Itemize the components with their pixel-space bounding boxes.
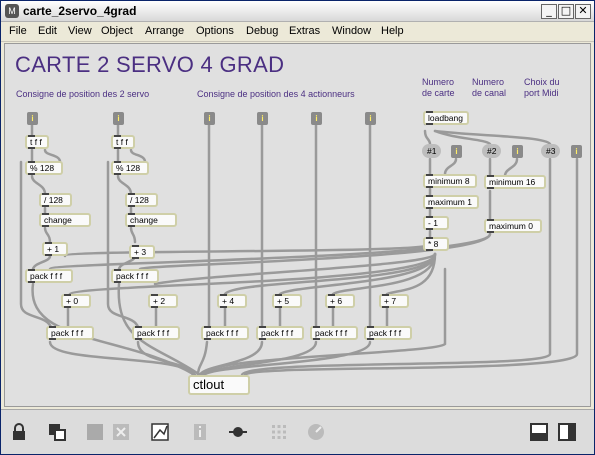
object-plus0[interactable]: + 0 [61,294,91,308]
object-pack-7[interactable]: pack f f f [310,326,358,340]
inlet-actuator-2[interactable]: i [257,112,268,125]
object-plus3[interactable]: + 3 [129,245,155,259]
object-pack-8[interactable]: pack f f f [364,326,412,340]
object-mod128-1[interactable]: % 128 [25,161,63,175]
inlet-actuator-1[interactable]: i [204,112,215,125]
bottom-toolbar [1,409,594,454]
menu-object[interactable]: Object [101,25,133,37]
inlet-midi-port[interactable]: i [571,145,582,158]
menu-bar: File Edit View Object Arrange Options De… [1,22,594,42]
object-plus4[interactable]: + 4 [217,294,247,308]
connect-icon[interactable] [228,422,248,442]
object-pack-6[interactable]: pack f f f [256,326,304,340]
message-channel-2[interactable]: #2 [482,144,502,158]
message-board-1[interactable]: #1 [422,144,442,158]
split-v-icon[interactable] [557,422,577,442]
object-change-2[interactable]: change [125,213,177,227]
label-consigne-4-actionneurs: Consigne de position des 4 actionneurs [197,89,355,99]
menu-arrange[interactable]: Arrange [145,25,185,37]
split-h-icon[interactable] [529,422,549,442]
window-title: carte_2servo_4grad [23,4,137,18]
inlet-board-number[interactable]: i [451,145,462,158]
patch-title: CARTE 2 SERVO 4 GRAD [15,52,285,77]
object-loadbang[interactable]: loadbang [423,111,469,125]
label-choix-midi: Choix du port Midi [524,77,560,98]
menu-view[interactable]: View [68,25,92,37]
menu-help[interactable]: Help [381,25,404,37]
object-pack-3[interactable]: pack f f f [46,326,94,340]
minimize-button[interactable]: _ [541,4,557,19]
object-plus1[interactable]: + 1 [42,242,68,256]
inlet-channel-number[interactable]: i [512,145,523,158]
object-plus5[interactable]: + 5 [272,294,302,308]
menu-debug[interactable]: Debug [246,25,279,37]
patch-cords [19,112,579,377]
object-maximum-1[interactable]: maximum 1 [423,195,479,209]
title-bar[interactable]: M carte_2servo_4grad _ □ ✕ [1,1,594,22]
presentation-icon[interactable] [150,422,170,442]
object-pack-1[interactable]: pack f f f [25,269,73,283]
inlet-servo-1[interactable]: i [27,112,38,125]
inlet-actuator-3[interactable]: i [311,112,322,125]
object-minus-1[interactable]: - 1 [423,216,449,230]
object-tff-2[interactable]: t f f [111,135,135,149]
object-tff-1[interactable]: t f f [25,135,49,149]
object-pack-5[interactable]: pack f f f [201,326,249,340]
lock-icon[interactable] [9,422,29,442]
object-div128-2[interactable]: / 128 [125,193,158,207]
object-plus2[interactable]: + 2 [148,294,178,308]
object-plus6[interactable]: + 6 [325,294,355,308]
info-icon[interactable] [190,422,210,442]
patcher-icon[interactable] [47,422,67,442]
object-ctlout[interactable]: ctlout [188,375,250,395]
label-numero-canal: Numero de canal [472,77,507,98]
object-times-8[interactable]: * 8 [423,237,449,251]
menu-options[interactable]: Options [196,25,234,37]
close-button[interactable]: ✕ [575,4,591,19]
delete-icon[interactable] [111,422,131,442]
object-plus7[interactable]: + 7 [379,294,409,308]
menu-extras[interactable]: Extras [289,25,321,37]
object-div128-1[interactable]: / 128 [39,193,72,207]
maximize-button[interactable]: □ [558,4,574,19]
label-numero-carte: Numero de carte [422,77,455,98]
keypad-icon[interactable] [269,422,289,442]
inlet-servo-2[interactable]: i [113,112,124,125]
menu-edit[interactable]: Edit [38,25,57,37]
message-port-3[interactable]: #3 [541,144,561,158]
max-app-icon: M [5,4,19,18]
label-consigne-2-servo: Consigne de position des 2 servo [16,89,150,99]
menu-file[interactable]: File [9,25,27,37]
debug-icon[interactable] [306,422,326,442]
object-mod128-2[interactable]: % 128 [111,161,149,175]
grid-icon[interactable] [85,422,105,442]
menu-window[interactable]: Window [332,25,372,37]
object-pack-2[interactable]: pack f f f [111,269,159,283]
object-maximum-0[interactable]: maximum 0 [484,219,542,233]
inlet-actuator-4[interactable]: i [365,112,376,125]
object-minimum-8[interactable]: minimum 8 [423,174,477,188]
patcher-canvas[interactable]: CARTE 2 SERVO 4 GRAD Consigne de positio… [4,43,591,407]
object-pack-4[interactable]: pack f f f [132,326,180,340]
object-change-1[interactable]: change [39,213,91,227]
object-minimum-16[interactable]: minimum 16 [484,175,546,189]
